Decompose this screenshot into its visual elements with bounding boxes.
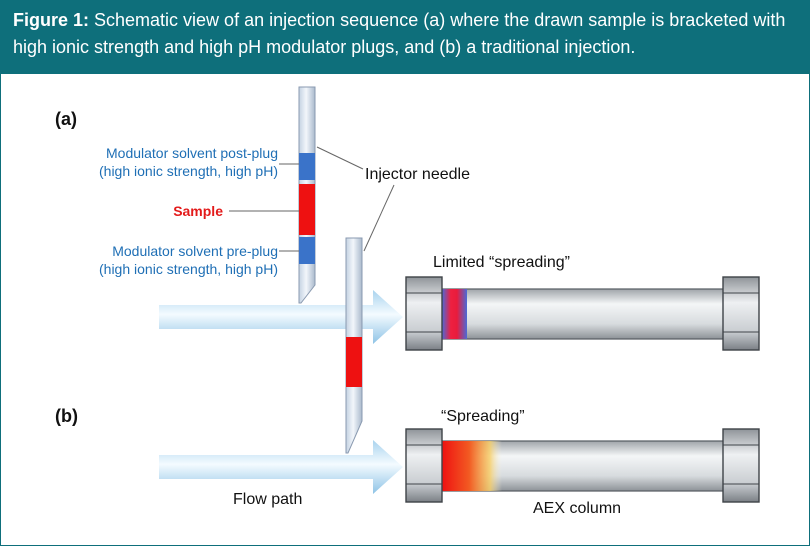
- column-inlet-fitting-a: [405, 276, 443, 351]
- spreading-label: “Spreading”: [441, 408, 525, 425]
- sample-band-b: [346, 337, 362, 387]
- diagram-area: (a) (b): [1, 74, 810, 547]
- panel-label-b: (b): [55, 406, 78, 426]
- sample-label: Sample: [173, 203, 223, 219]
- flow-arrow-b: [159, 440, 403, 494]
- column-inlet-fitting-b: [405, 428, 443, 503]
- sample-zone-limited: [442, 289, 467, 339]
- figure-label: Figure 1:: [13, 10, 90, 30]
- post-plug-band: [299, 153, 315, 180]
- figure-caption: Figure 1: Schematic view of an injection…: [13, 7, 803, 61]
- figure-caption-text: Schematic view of an injection sequence …: [13, 10, 786, 57]
- injector-needle-b: [345, 237, 363, 454]
- injection-schematic: (a) (b): [55, 86, 760, 517]
- column-outlet-fitting-a: [722, 276, 760, 351]
- leader-lines: [229, 146, 395, 252]
- aex-column-a: [405, 276, 760, 351]
- pre-plug-label-line2: (high ionic strength, high pH): [99, 261, 278, 277]
- panel-label-a: (a): [55, 109, 77, 129]
- sample-band: [299, 184, 315, 235]
- pre-plug-band: [299, 237, 315, 264]
- injector-needle-label: Injector needle: [365, 166, 470, 183]
- injector-needle-a: [298, 86, 316, 304]
- aex-column-label: AEX column: [533, 500, 621, 517]
- flow-path-label: Flow path: [233, 491, 302, 508]
- aex-column-b: [405, 428, 760, 503]
- post-plug-label-line1: Modulator solvent post-plug: [106, 145, 278, 161]
- flow-arrow-a: [159, 290, 403, 344]
- post-plug-label-line2: (high ionic strength, high pH): [99, 163, 278, 179]
- pre-plug-label-line1: Modulator solvent pre-plug: [112, 243, 278, 259]
- column-outlet-fitting-b: [722, 428, 760, 503]
- sample-zone-spread: [442, 441, 502, 491]
- limited-spreading-label: Limited “spreading”: [433, 254, 570, 271]
- caption-banner: Figure 1: Schematic view of an injection…: [1, 1, 809, 74]
